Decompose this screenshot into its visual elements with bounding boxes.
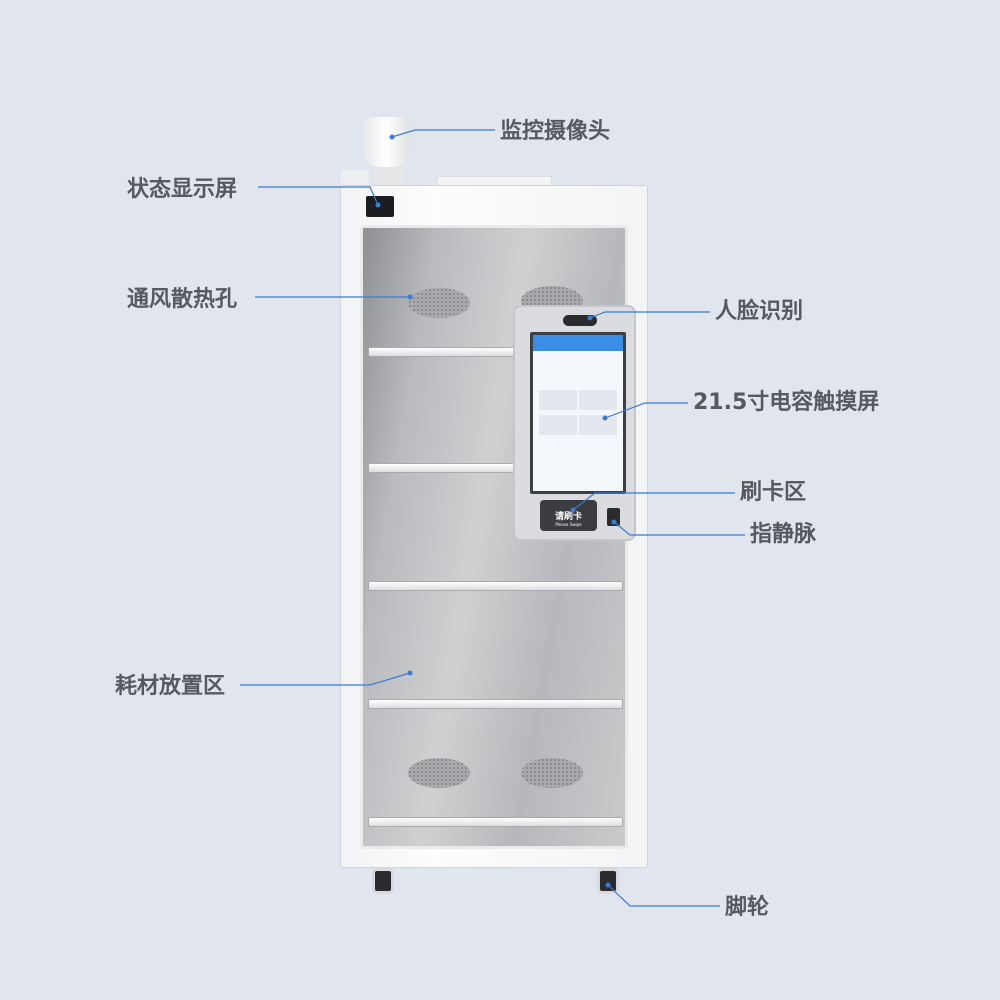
screen-tile[interactable] — [539, 390, 577, 410]
card-reader-title: 请刷卡 — [554, 512, 582, 522]
label-face-recognition: 人脸识别 — [715, 299, 804, 324]
vent-hole — [408, 288, 470, 318]
finger-vein-scanner[interactable] — [607, 508, 620, 526]
face-recognition-camera — [563, 315, 597, 326]
label-status-display: 状态显示屏 — [127, 177, 238, 202]
side-box — [341, 170, 369, 185]
surveillance-camera — [364, 117, 410, 167]
screen-tile[interactable] — [539, 415, 577, 435]
screen-tile[interactable] — [579, 390, 617, 410]
shelf — [368, 699, 623, 709]
leader-line-casters — [607, 884, 720, 907]
label-camera: 监控摄像头 — [500, 119, 611, 144]
leader-line-face — [589, 311, 710, 319]
shelf — [368, 581, 623, 591]
label-vent: 通风散热孔 — [127, 287, 238, 312]
caster-wheel — [597, 868, 619, 894]
vent-hole — [408, 758, 470, 788]
vent-hole — [521, 758, 583, 788]
shelf — [368, 817, 623, 827]
leader-line-card — [572, 492, 735, 511]
touchscreen[interactable] — [530, 332, 626, 494]
leader-line-storage — [240, 672, 411, 686]
label-finger-vein: 指静脉 — [750, 522, 817, 547]
label-card-area: 刷卡区 — [740, 480, 807, 505]
leader-line-touchscreen — [604, 402, 688, 419]
caster-wheel — [372, 868, 394, 894]
leader-line-vein — [613, 521, 745, 536]
screen-header — [533, 335, 623, 351]
label-casters: 脚轮 — [725, 895, 770, 920]
leader-line-camera — [391, 129, 495, 138]
card-reader[interactable]: 请刷卡 Please Swipe — [540, 500, 597, 531]
leader-line-status — [258, 186, 379, 206]
label-storage-area: 耗材放置区 — [115, 674, 226, 699]
card-reader-subtitle: Please Swipe — [555, 522, 582, 527]
screen-tile[interactable] — [579, 415, 617, 435]
label-touchscreen: 21.5寸电容触摸屏 — [693, 390, 880, 415]
